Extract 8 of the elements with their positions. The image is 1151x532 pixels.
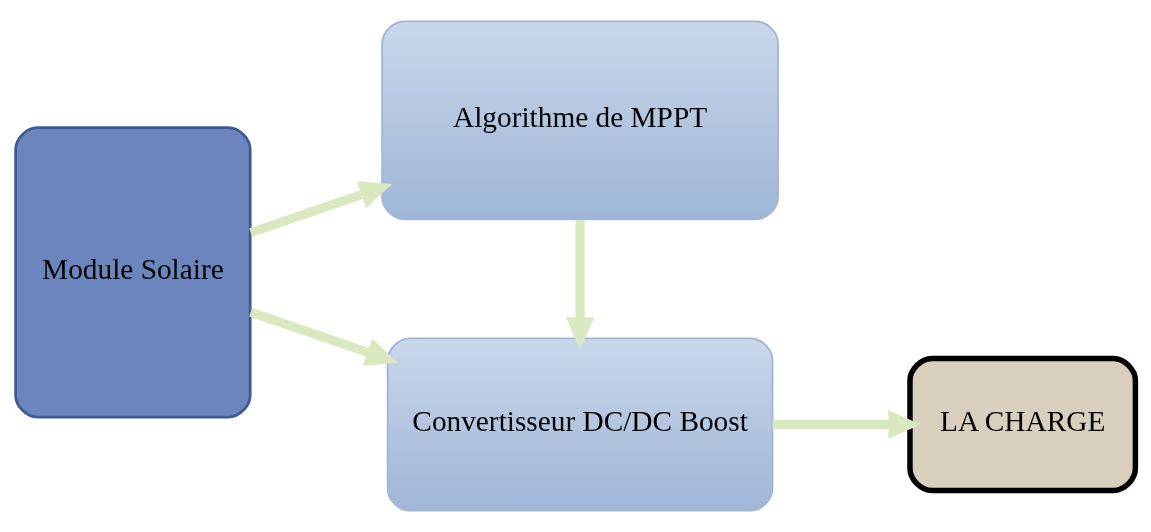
node-box: LA CHARGE bbox=[907, 355, 1139, 494]
node-box: Algorithme de MPPT bbox=[381, 20, 779, 221]
node-box: Convertisseur DC/DC Boost bbox=[386, 337, 774, 512]
arrow bbox=[772, 410, 921, 439]
node-box: Module Solaire bbox=[14, 126, 252, 419]
arrow bbox=[249, 181, 393, 237]
arrow bbox=[249, 307, 399, 366]
arrow bbox=[565, 219, 595, 350]
